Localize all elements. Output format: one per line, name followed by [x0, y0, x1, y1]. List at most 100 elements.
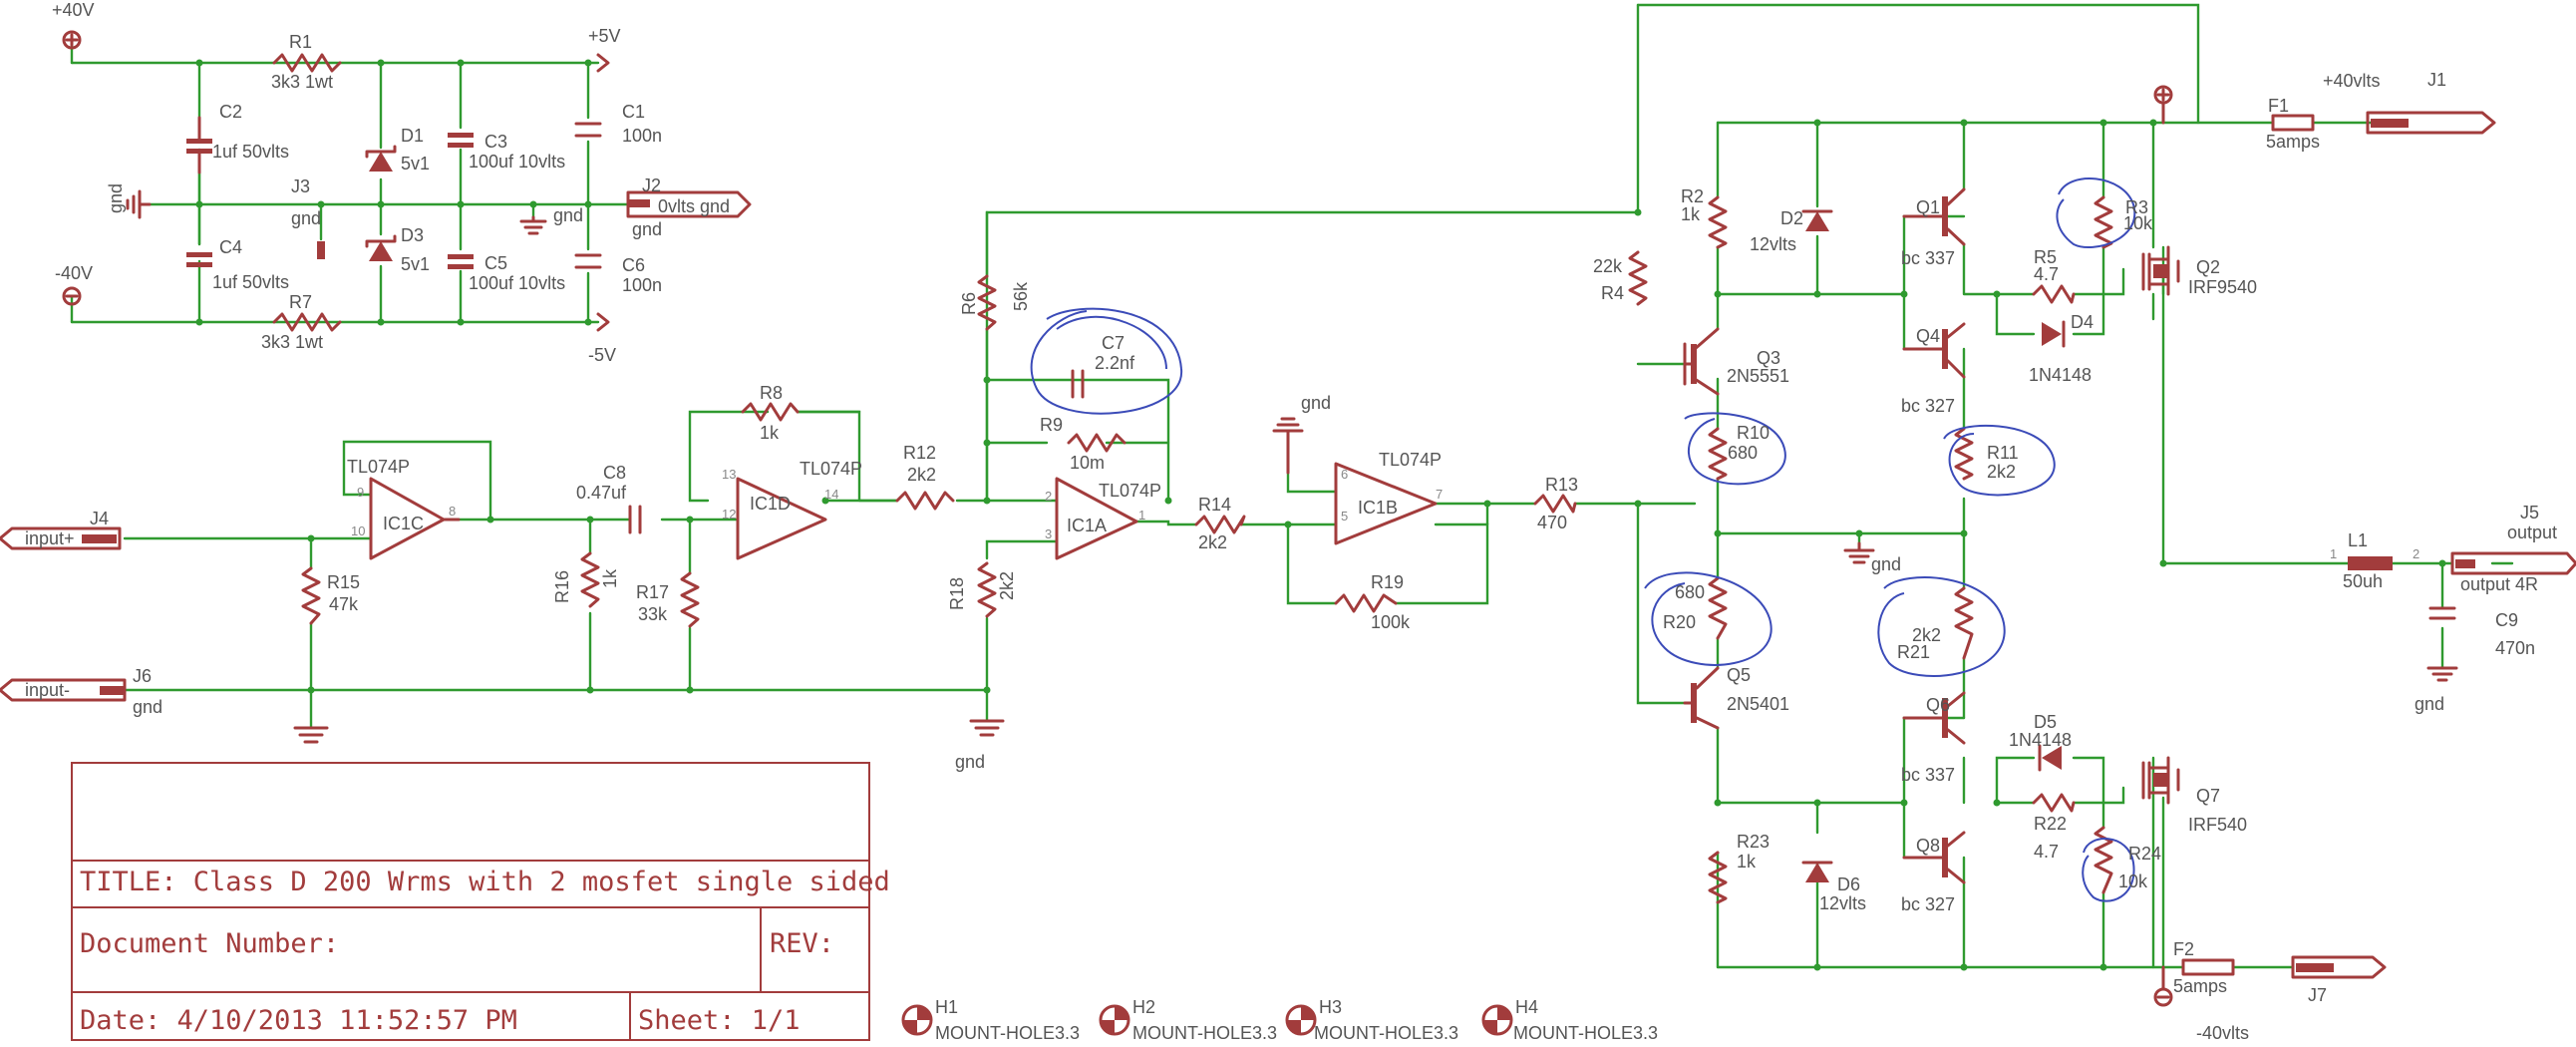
terminal-pos40-symbol	[62, 30, 82, 50]
h2-value: MOUNT-HOLE3.3	[1132, 1023, 1277, 1043]
mount-holes: H1 MOUNT-HOLE3.3 H2 MOUNT-HOLE3.3 H3 MOU…	[901, 997, 1658, 1043]
gnd-r18-symbol	[969, 719, 1005, 737]
q7-value: IRF540	[2188, 815, 2247, 835]
sheet-text: Sheet: 1/1	[638, 1005, 801, 1036]
l1-pin1: 1	[2330, 546, 2337, 561]
r18-name: R18	[947, 577, 967, 610]
l1-symbol	[2348, 556, 2393, 570]
r15-symbol	[301, 566, 321, 625]
d4-name: D4	[2071, 312, 2093, 332]
r10-name: R10	[1737, 423, 1770, 443]
ic1c-pin9: 9	[357, 485, 364, 500]
q8-value: bc 327	[1901, 894, 1955, 914]
c5-name: C5	[484, 253, 507, 273]
ic1a-pin3: 3	[1045, 526, 1052, 541]
date-text: Date: 4/10/2013 11:52:57 PM	[80, 1005, 517, 1036]
part-symbols	[0, 30, 2576, 1007]
c4-name: C4	[219, 237, 242, 257]
q7-symbol	[2141, 756, 2180, 805]
q4-name: Q4	[1916, 326, 1940, 346]
r23-name: R23	[1737, 832, 1770, 852]
j3-symbol	[317, 241, 325, 259]
d6-value: 12vlts	[1819, 893, 1866, 913]
ic1d-pin12: 12	[722, 507, 736, 522]
c6-name: C6	[622, 255, 645, 275]
h1-value: MOUNT-HOLE3.3	[935, 1023, 1080, 1043]
d5-name: D5	[2034, 712, 2057, 732]
c4-symbol	[186, 252, 212, 267]
ic1c-pin10: 10	[351, 524, 365, 538]
d4-value: 1N4148	[2029, 365, 2092, 385]
q5-symbol	[1683, 666, 1720, 730]
j5-name: J5	[2520, 503, 2539, 523]
mount-hole-h1: H1 MOUNT-HOLE3.3	[901, 997, 1080, 1043]
title-text: TITLE: Class D 200 Wrms with 2 mosfet si…	[80, 867, 890, 897]
d6-name: D6	[1837, 874, 1860, 894]
title-block: TITLE: Class D 200 Wrms with 2 mosfet si…	[71, 762, 890, 1041]
r17-symbol	[680, 571, 700, 628]
r9-name: R9	[1040, 415, 1063, 435]
r4-value: 22k	[1593, 256, 1623, 276]
r22-value: 4.7	[2034, 842, 2059, 862]
gnd-ic1b-label: gnd	[1301, 393, 1331, 413]
q7-name: Q7	[2196, 786, 2220, 806]
neg-rail-label: -40vlts	[2196, 1023, 2249, 1043]
r10-value: 680	[1728, 443, 1758, 463]
r2-value: 1k	[1681, 204, 1701, 224]
c8-name: C8	[603, 463, 626, 483]
r5-name: R5	[2034, 247, 2057, 267]
r13-value: 470	[1537, 513, 1567, 532]
j7-symbol	[2291, 955, 2387, 979]
q1-symbol	[1902, 187, 1966, 246]
r2-symbol	[1708, 195, 1728, 249]
neg40-label: -40V	[55, 263, 93, 283]
j5-label: output	[2507, 523, 2557, 542]
q4-symbol	[1902, 322, 1966, 379]
l1-name: L1	[2348, 530, 2368, 550]
q3-name: Q3	[1757, 348, 1780, 368]
j4-name: J4	[90, 509, 109, 528]
r2-name: R2	[1681, 186, 1704, 206]
r4-name: R4	[1601, 283, 1624, 303]
q8-symbol	[1902, 831, 1966, 884]
ic1c-name: IC1C	[383, 514, 424, 533]
r14-value: 2k2	[1198, 532, 1227, 552]
ic1c-symbol	[369, 477, 446, 560]
ic1d-pin13: 13	[722, 467, 736, 482]
r13-symbol	[1533, 494, 1577, 514]
r7-value: 3k3 1wt	[261, 332, 323, 352]
c9-symbol	[2428, 606, 2456, 620]
r3-symbol	[2093, 195, 2113, 249]
j1-symbol	[2366, 111, 2496, 135]
r1-name: R1	[289, 32, 312, 52]
r12-name: R12	[903, 443, 936, 463]
ic1a-pin1: 1	[1138, 508, 1145, 523]
ic1b-model: TL074P	[1379, 450, 1442, 470]
r23-value: 1k	[1737, 852, 1757, 872]
h3-value: MOUNT-HOLE3.3	[1314, 1023, 1458, 1043]
r19-value: 100k	[1371, 612, 1411, 632]
j2-name: J2	[642, 175, 661, 195]
gnd-mid-label: gnd	[553, 205, 583, 225]
d1-value: 5v1	[401, 154, 430, 174]
j4-value: input+	[25, 528, 75, 548]
r7-symbol	[272, 312, 342, 332]
gnd-r15-symbol	[293, 726, 329, 744]
r6-symbol	[977, 274, 997, 331]
h2-name: H2	[1132, 997, 1155, 1017]
f1-symbol	[2271, 114, 2315, 132]
c7-value: 2.2nf	[1095, 353, 1135, 373]
c4-value: 1uf 50vlts	[212, 272, 289, 292]
r22-symbol	[2032, 793, 2076, 813]
r20-symbol	[1708, 576, 1728, 640]
j6-symbol	[0, 678, 127, 702]
j4-symbol	[0, 526, 122, 550]
rev-label: REV:	[770, 928, 834, 959]
d1-symbol	[365, 145, 397, 172]
r8-symbol	[741, 402, 800, 422]
r15-value: 47k	[329, 594, 359, 614]
d2-symbol	[1801, 209, 1833, 231]
r8-value: 1k	[760, 423, 780, 443]
c9-value: 470n	[2495, 638, 2535, 658]
r16-symbol	[580, 551, 600, 608]
